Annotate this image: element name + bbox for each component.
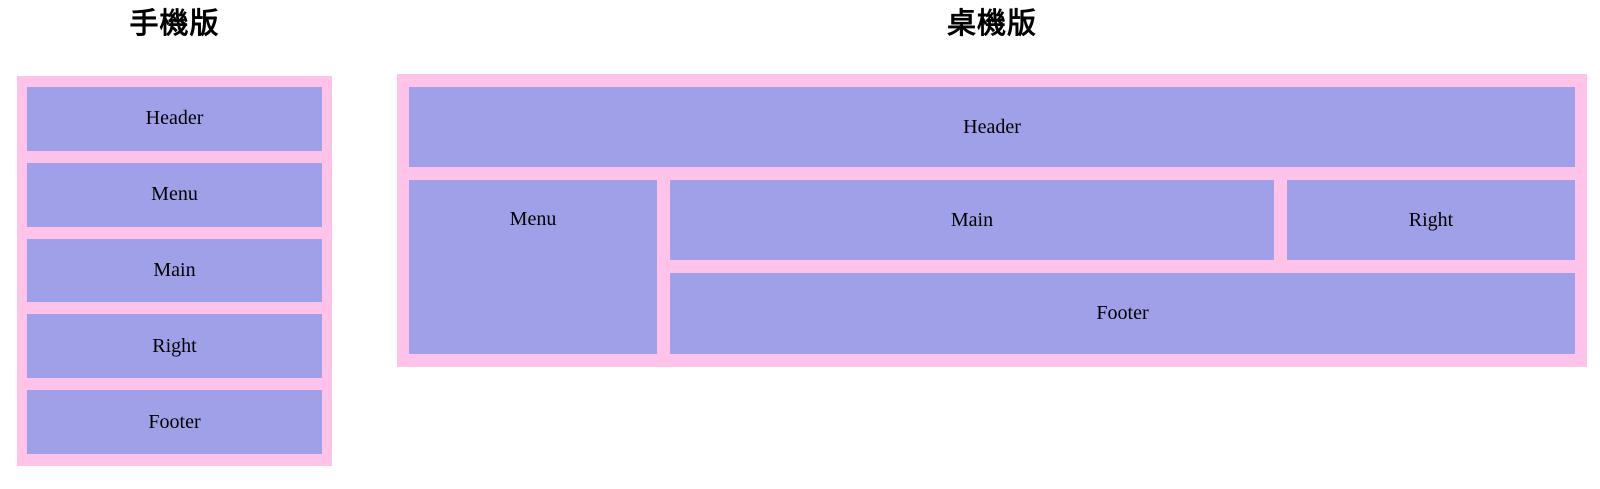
desktop-menu-box: Menu [409, 180, 657, 354]
mobile-main-box: Main [27, 238, 322, 303]
desktop-main-box: Main [670, 180, 1274, 260]
mobile-header-box: Header [27, 87, 322, 151]
mobile-layout-container: Header Menu Main Right Footer [17, 76, 332, 466]
desktop-footer-box: Footer [670, 273, 1575, 354]
mobile-version-title: 手機版 [129, 8, 220, 40]
desktop-version-title: 桌機版 [946, 8, 1037, 40]
mobile-right-box: Right [27, 314, 322, 379]
mobile-footer-box: Footer [27, 390, 322, 454]
mobile-menu-box: Menu [27, 162, 322, 227]
desktop-layout-container: Header Menu Main Right Footer [397, 74, 1587, 367]
desktop-right-box: Right [1287, 180, 1575, 260]
desktop-header-box: Header [409, 87, 1575, 167]
